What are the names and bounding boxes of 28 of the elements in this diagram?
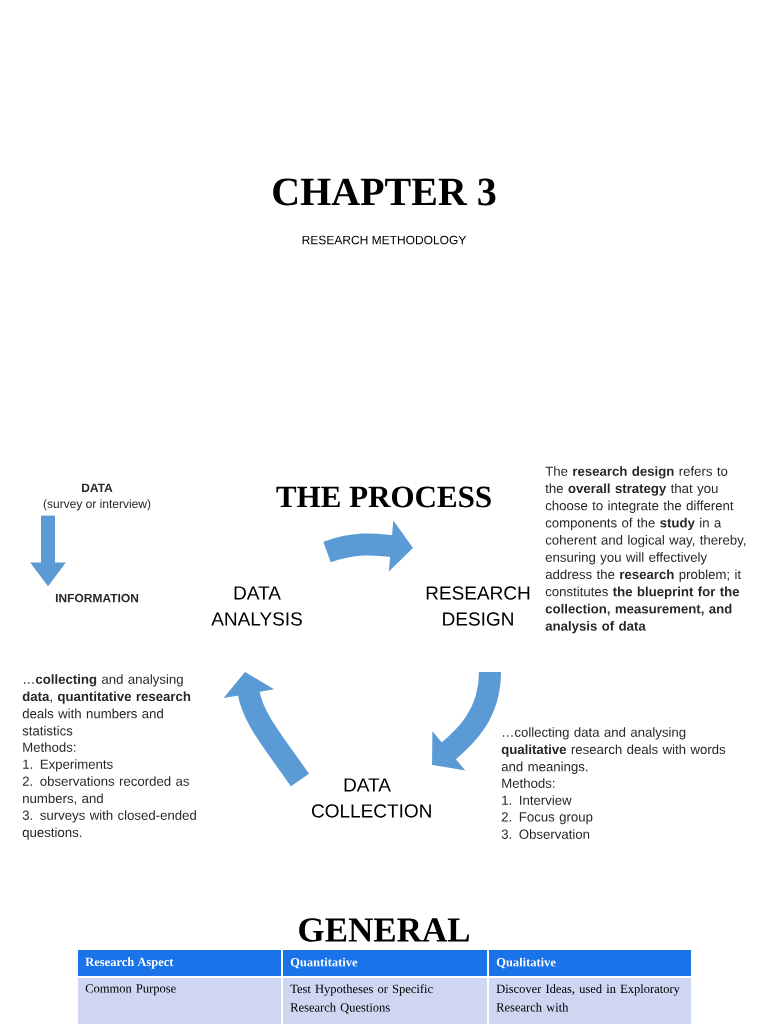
stage-label: RESEARCH DESIGN	[426, 586, 530, 626]
table-header-cell: Research Aspect	[78, 950, 281, 976]
curved-arrow	[223, 672, 309, 787]
paragraph: …collecting data and analysing qualitative research deals with words and meanings.	[501, 727, 726, 774]
chapter-title: CHAPTER 3	[273, 178, 496, 206]
list-item: 1. Experiments	[23, 759, 113, 772]
data-label: DATA (survey or interview)	[43, 483, 151, 511]
paragraph: …collecting and analysing data, quantitative research deals with numbers and statistics	[22, 674, 191, 736]
table-cell: Common Purpose	[78, 978, 281, 1024]
list-item: 3. Observation	[501, 829, 590, 839]
paragraph: Methods:	[502, 778, 555, 788]
table-header-cell: Quantitative	[283, 950, 487, 976]
information-label: INFORMATION	[55, 593, 139, 603]
section-heading: THE PROCESS	[276, 486, 491, 508]
stage-label: DATA COLLECTION	[311, 778, 431, 818]
paragraph: The research design refers to the overall strategy that you choose to integrate the different components of the study in a coherent and logical way, thereby, ensuring you will effectively address the research problem; it constitutes the blueprint for the collection, measurement, and analysis of data	[545, 466, 746, 634]
curved-arrow	[432, 671, 501, 771]
subtitle: RESEARCH METHODOLOGY	[302, 235, 467, 245]
list-item: 2. Focus group	[501, 812, 593, 825]
paragraph: Methods:	[23, 742, 76, 752]
list-item: 3. surveys with closed-ended questions.	[22, 810, 196, 840]
section-heading: GENERAL	[299, 918, 470, 942]
list-item: 2. observations recorded as numbers, and	[22, 776, 189, 805]
stage-label: DATA ANALYSIS	[211, 586, 302, 626]
list-item: 1. Interview	[502, 795, 572, 805]
table-header-cell: Qualitative	[489, 950, 691, 976]
table-cell: Test Hypotheses or Specific Research Questions	[283, 978, 487, 1024]
table-cell: Discover Ideas, used in Exploratory Research with	[489, 978, 691, 1024]
